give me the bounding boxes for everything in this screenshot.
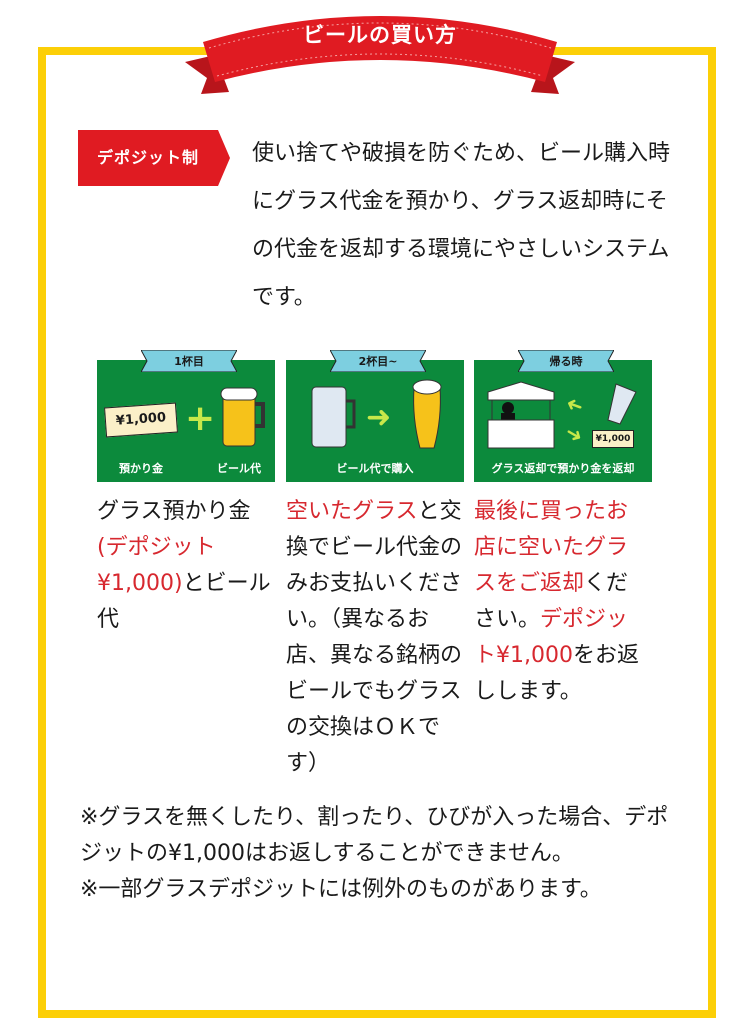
step-caption: 1杯目	[174, 355, 204, 368]
caption-banner	[141, 350, 237, 372]
caption-banner	[330, 350, 426, 372]
deposit-label: 預かり金	[119, 462, 163, 475]
deposit-ticket: ¥1,000	[104, 402, 178, 438]
plus-icon: +	[185, 398, 216, 439]
arrow-right-icon: ➜	[366, 400, 392, 435]
intro-text: 使い捨てや破損を防ぐため、ビール購入時にグラス代金を預かり、グラス返却時にその代…	[252, 141, 671, 310]
notes: ※グラスを無くしたり、割ったり、ひびが入った場合、デポジットの¥1,000はお返…	[80, 800, 680, 908]
beer-price-label: ビール代	[217, 462, 261, 475]
desc-text: グラス預かり金	[97, 499, 251, 524]
beer-mug-icon	[220, 387, 265, 447]
step-desc-second: 空いたグラスと交換でビール代金のみお支払いください。（異なるお店、異なる銘柄のビ…	[286, 494, 466, 782]
desc-text: ください。	[474, 571, 629, 632]
content-frame	[38, 47, 716, 1018]
deposit-tag: デポジット制	[78, 130, 230, 186]
step-bottom-label: グラス返却で預かり金を返却	[491, 462, 635, 475]
note-item: ※一部グラスデポジットには例外のものがあります。	[80, 877, 602, 902]
deposit-tag-label: デポジット制	[96, 148, 199, 167]
desc-highlight: (デポジット¥1,000)	[97, 535, 216, 596]
beer-glass-icon	[412, 379, 442, 449]
desc-highlight: 最後に買ったお店に空いたグラスをご返却	[474, 499, 629, 596]
step-desc-return: 最後に買ったお店に空いたグラスをご返却ください。デポジット¥1,000をお返しし…	[474, 494, 646, 710]
desc-highlight: 空いたグラス	[286, 499, 418, 524]
step-panel-first: 1杯目 ¥1,000 + 預かり金 ビール代	[97, 350, 275, 482]
caption-banner	[518, 350, 614, 372]
empty-glass-icon	[607, 383, 637, 425]
page-title: ビールの買い方	[303, 23, 457, 47]
desc-text: と交換でビール代金のみお支払いください。（異なるお店、異なる銘柄のビールでもグラ…	[286, 499, 463, 776]
note-item: ※グラスを無くしたり、割ったり、ひびが入った場合、デポジットの¥1,000はお返…	[80, 805, 669, 866]
step-caption: 2杯目~	[358, 355, 398, 368]
step-desc-first: グラス預かり金 (デポジット¥1,000)とビール代	[97, 494, 281, 638]
ribbon-shape	[185, 16, 575, 94]
stall-icon	[487, 381, 555, 449]
refund-ticket: ¥1,000	[592, 430, 634, 448]
step-panel-second: 2杯目~ ➜ ビール代で購入	[286, 350, 464, 482]
tag-shape	[78, 130, 230, 186]
desc-text: をお返しします。	[474, 643, 639, 704]
step-caption: 帰る時	[549, 355, 583, 368]
step-bottom-label: ビール代で購入	[336, 462, 414, 475]
step-panel-return: 帰る時 ➜ ➜ ¥1,000 グラス返却で預かり金を返却	[474, 350, 652, 482]
desc-highlight: デポジット¥1,000	[474, 607, 629, 668]
empty-glass-icon	[311, 386, 356, 448]
title-ribbon: ビールの買い方	[185, 0, 575, 100]
desc-text: とビール代	[97, 571, 271, 632]
